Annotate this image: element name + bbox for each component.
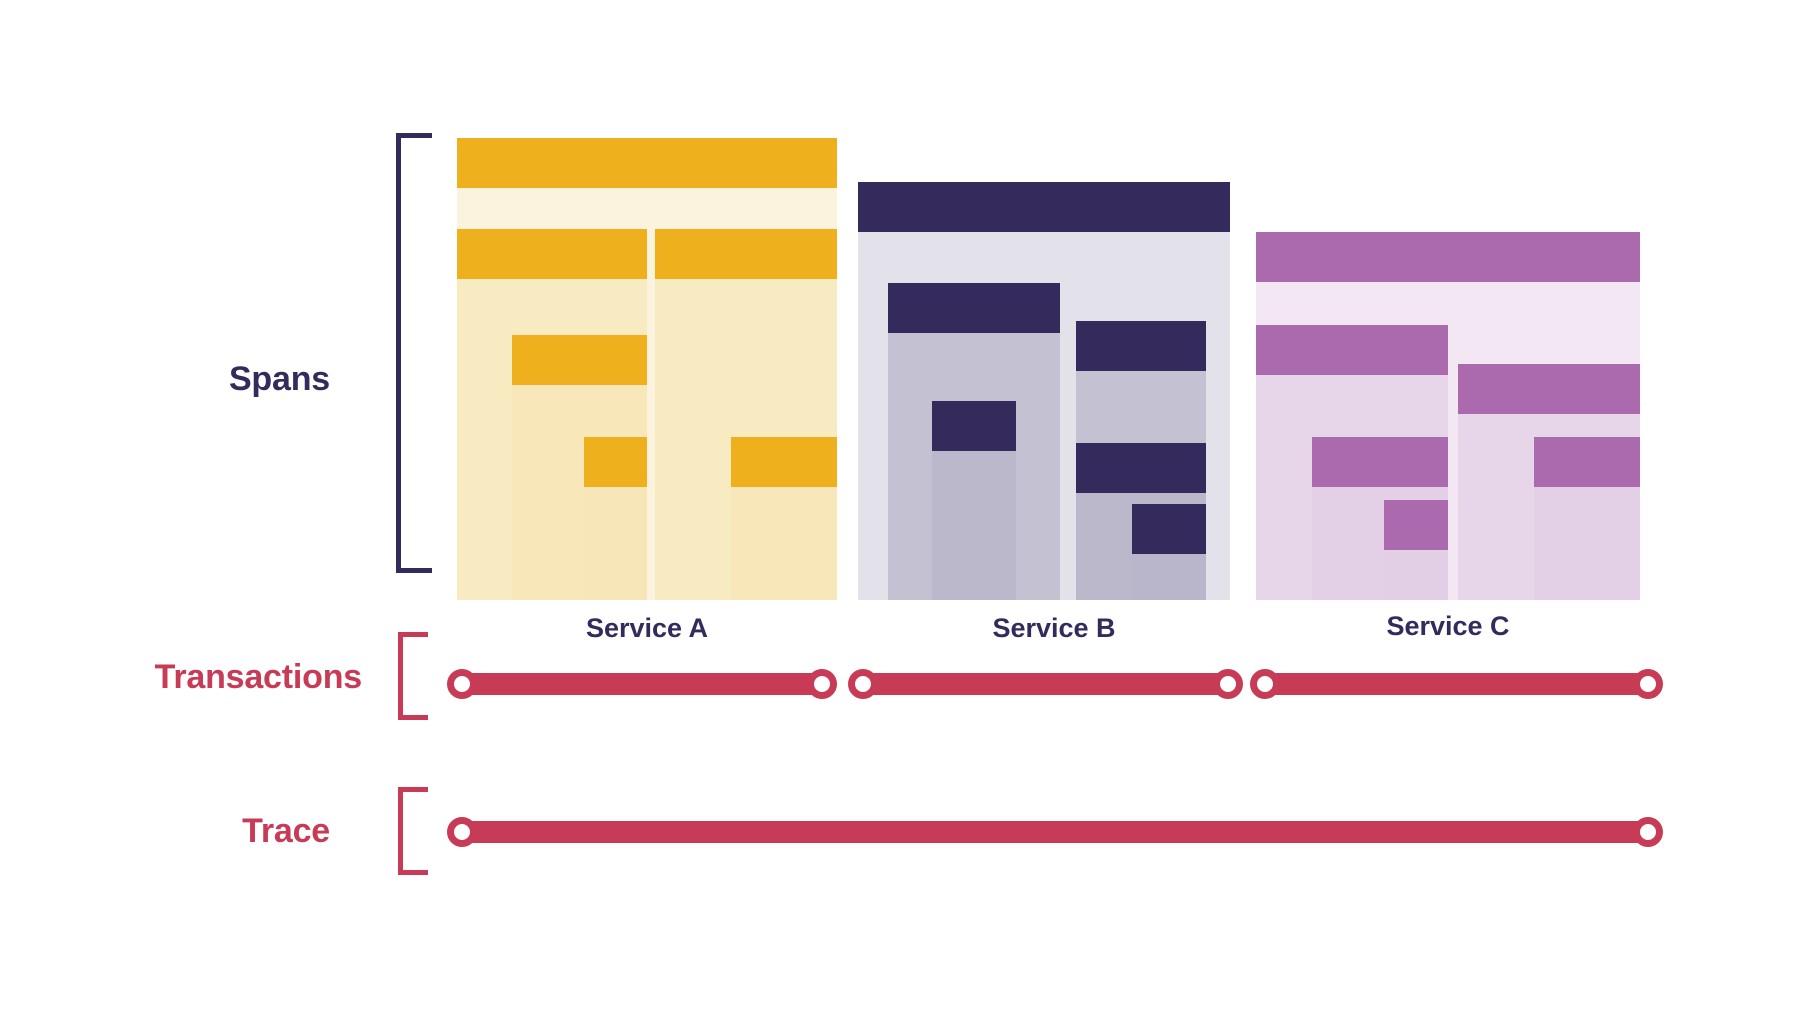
span-bar[interactable] [1534,437,1640,600]
service-caption: Service B [992,613,1116,643]
span-bar-cap [1076,443,1206,493]
span-bar-cap [888,283,1060,333]
transaction-segment[interactable] [1265,673,1648,695]
trace-endpoint-dot[interactable] [1633,817,1663,847]
spans-bracket [396,133,432,573]
transaction-endpoint-dot[interactable] [807,669,837,699]
span-bar-cap [1384,500,1448,550]
span-bar-cap [1256,232,1640,282]
span-bar-cap [731,437,837,487]
transaction-endpoint-dot[interactable] [1633,669,1663,699]
transaction-endpoint-dot[interactable] [1250,669,1280,699]
span-bar-cap [457,229,647,279]
span-bar[interactable] [1132,504,1206,600]
span-bar-cap [457,138,837,188]
span-bar[interactable] [1384,500,1448,600]
span-bar-cap [1132,504,1206,554]
spans-row-label: Spans [228,360,330,398]
span-bar-cap [1256,325,1448,375]
span-bar-cap [1534,437,1640,487]
span-bar-cap [584,437,647,487]
spans-chart [457,138,1640,600]
trace-bracket [398,787,428,875]
span-bar-cap [1312,437,1448,487]
span-bar-cap [655,229,837,279]
trace-endpoint-dot[interactable] [447,817,477,847]
span-bar-cap [512,335,647,385]
transactions-bracket [398,632,428,720]
transaction-endpoint-dot[interactable] [447,669,477,699]
transaction-segment[interactable] [863,673,1228,695]
span-bar[interactable] [932,401,1016,600]
span-bar[interactable] [731,437,837,600]
transactions-row-label: Transactions [154,658,363,696]
span-group-service-c [1256,232,1640,600]
transaction-segment[interactable] [462,673,822,695]
span-group-service-b [858,182,1230,600]
transaction-endpoint-dot[interactable] [848,669,878,699]
service-caption: Service A [585,613,709,643]
trace-segment[interactable] [462,821,1648,843]
span-bar-cap [1076,321,1206,371]
service-caption: Service C [1386,611,1510,641]
span-bar-cap [1458,364,1640,414]
trace-row-label: Trace [242,812,330,850]
transaction-endpoint-dot[interactable] [1213,669,1243,699]
span-group-service-a [457,138,837,600]
span-bar-cap [858,182,1230,232]
span-bar[interactable] [584,437,647,600]
span-bar-cap [932,401,1016,451]
